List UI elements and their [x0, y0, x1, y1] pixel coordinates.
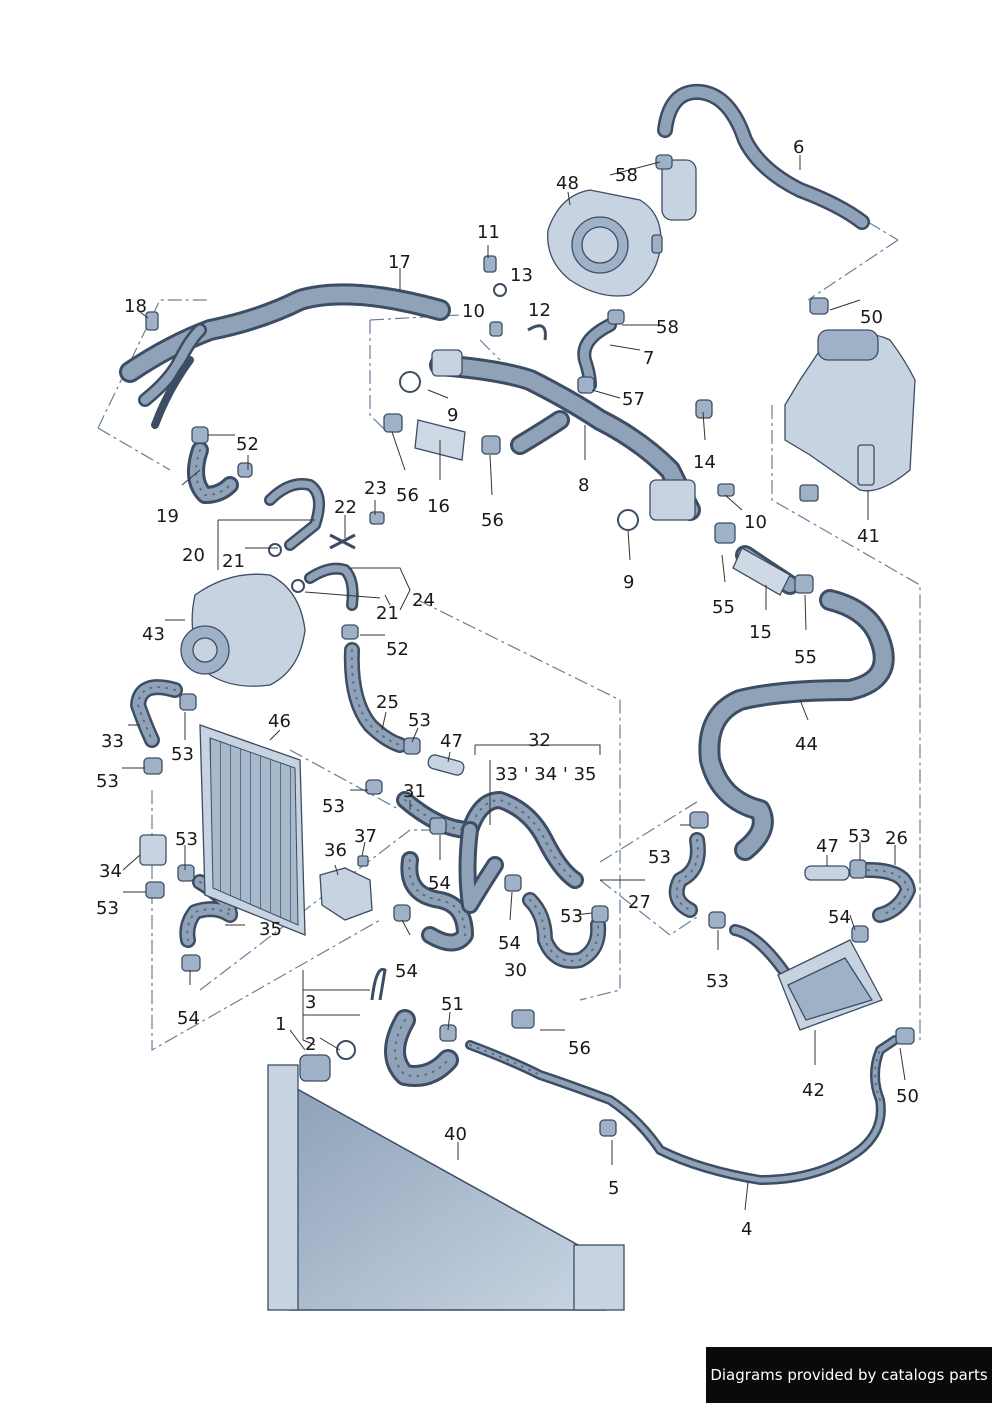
- dashed-leader-lines: [97, 221, 921, 1052]
- callout-label: 53: [175, 829, 198, 850]
- callout-label: 53: [848, 826, 871, 847]
- callout-label: 26: [885, 828, 908, 849]
- callout-label: 53: [706, 971, 729, 992]
- callout-label: 25: [376, 692, 399, 713]
- callout-label: 17: [388, 252, 411, 273]
- callout-label: 5: [608, 1178, 619, 1199]
- callout-label: 47: [816, 836, 839, 857]
- callout-label: 18: [124, 296, 147, 317]
- callout-label: 48: [556, 173, 579, 194]
- callout-label: 50: [896, 1086, 919, 1107]
- callout-label: 58: [656, 317, 679, 338]
- callout-label: 46: [268, 711, 291, 732]
- callout-label: 3: [305, 992, 316, 1013]
- callout-label: 33 ' 34 ' 35: [495, 764, 597, 785]
- callout-label: 15: [749, 622, 772, 643]
- callout-label: 16: [427, 496, 450, 517]
- callout-label: 10: [744, 512, 767, 533]
- callout-label: 40: [444, 1124, 467, 1145]
- callout-label: 4: [741, 1219, 752, 1240]
- callout-label: 8: [578, 475, 589, 496]
- callout-label: 24: [412, 590, 435, 611]
- callout-label: 19: [156, 506, 179, 527]
- callout-label: 36: [324, 840, 347, 861]
- callout-label: 56: [481, 510, 504, 531]
- callout-label: 57: [622, 389, 645, 410]
- callout-label: 55: [712, 597, 735, 618]
- callout-label: 13: [510, 265, 533, 286]
- callout-label: 23: [364, 478, 387, 499]
- callout-label: 12: [528, 300, 551, 321]
- callout-label: 51: [441, 994, 464, 1015]
- callout-label: 20: [182, 545, 205, 566]
- callout-label: 54: [828, 907, 851, 928]
- callout-label: 43: [142, 624, 165, 645]
- callout-label: 54: [395, 961, 418, 982]
- callout-label: 21: [376, 603, 399, 624]
- callout-label: 50: [860, 307, 883, 328]
- callout-label: 41: [857, 526, 880, 547]
- callout-label: 53: [96, 898, 119, 919]
- callout-label: 9: [447, 405, 458, 426]
- callout-label: 53: [171, 744, 194, 765]
- callout-label: 6: [793, 137, 804, 158]
- callout-label: 53: [96, 771, 119, 792]
- callout-label: 9: [623, 572, 634, 593]
- callout-label: 54: [428, 873, 451, 894]
- callout-label: 53: [408, 710, 431, 731]
- callout-label: 56: [396, 485, 419, 506]
- callout-label: 53: [322, 796, 345, 817]
- callout-label: 14: [693, 452, 716, 473]
- parts: [139, 154, 916, 1311]
- callout-label: 35: [259, 919, 282, 940]
- callout-label: 58: [615, 165, 638, 186]
- callout-label: 37: [354, 826, 377, 847]
- callout-label: 32: [528, 730, 551, 751]
- callout-label: 21: [222, 551, 245, 572]
- callout-label: 30: [504, 960, 527, 981]
- callout-label: 44: [795, 734, 818, 755]
- callout-label: 54: [498, 933, 521, 954]
- callout-leaders: [122, 155, 906, 1211]
- callout-label: 1: [275, 1014, 286, 1035]
- callout-label: 7: [643, 348, 654, 369]
- callout-label: 52: [386, 639, 409, 660]
- callout-label: 55: [794, 647, 817, 668]
- callout-label: 27: [628, 892, 651, 913]
- callout-labels: 1 2 3 4 5 6 7 8 9 9 10 10 11 12 13 14 15…: [96, 137, 919, 1240]
- callout-label: 47: [440, 731, 463, 752]
- callout-label: 2: [305, 1034, 316, 1055]
- callout-label: 53: [648, 847, 671, 868]
- callout-label: 53: [560, 906, 583, 927]
- callout-label: 33: [101, 731, 124, 752]
- callout-label: 56: [568, 1038, 591, 1059]
- callout-label: 11: [477, 222, 500, 243]
- footer-credit: Diagrams provided by catalogs parts: [706, 1347, 992, 1403]
- callout-label: 42: [802, 1080, 825, 1101]
- callout-label: 54: [177, 1008, 200, 1029]
- callout-label: 10: [462, 301, 485, 322]
- callout-label: 22: [334, 497, 357, 518]
- callout-label: 52: [236, 434, 259, 455]
- callout-label: 34: [99, 861, 122, 882]
- callout-label: 31: [403, 781, 426, 802]
